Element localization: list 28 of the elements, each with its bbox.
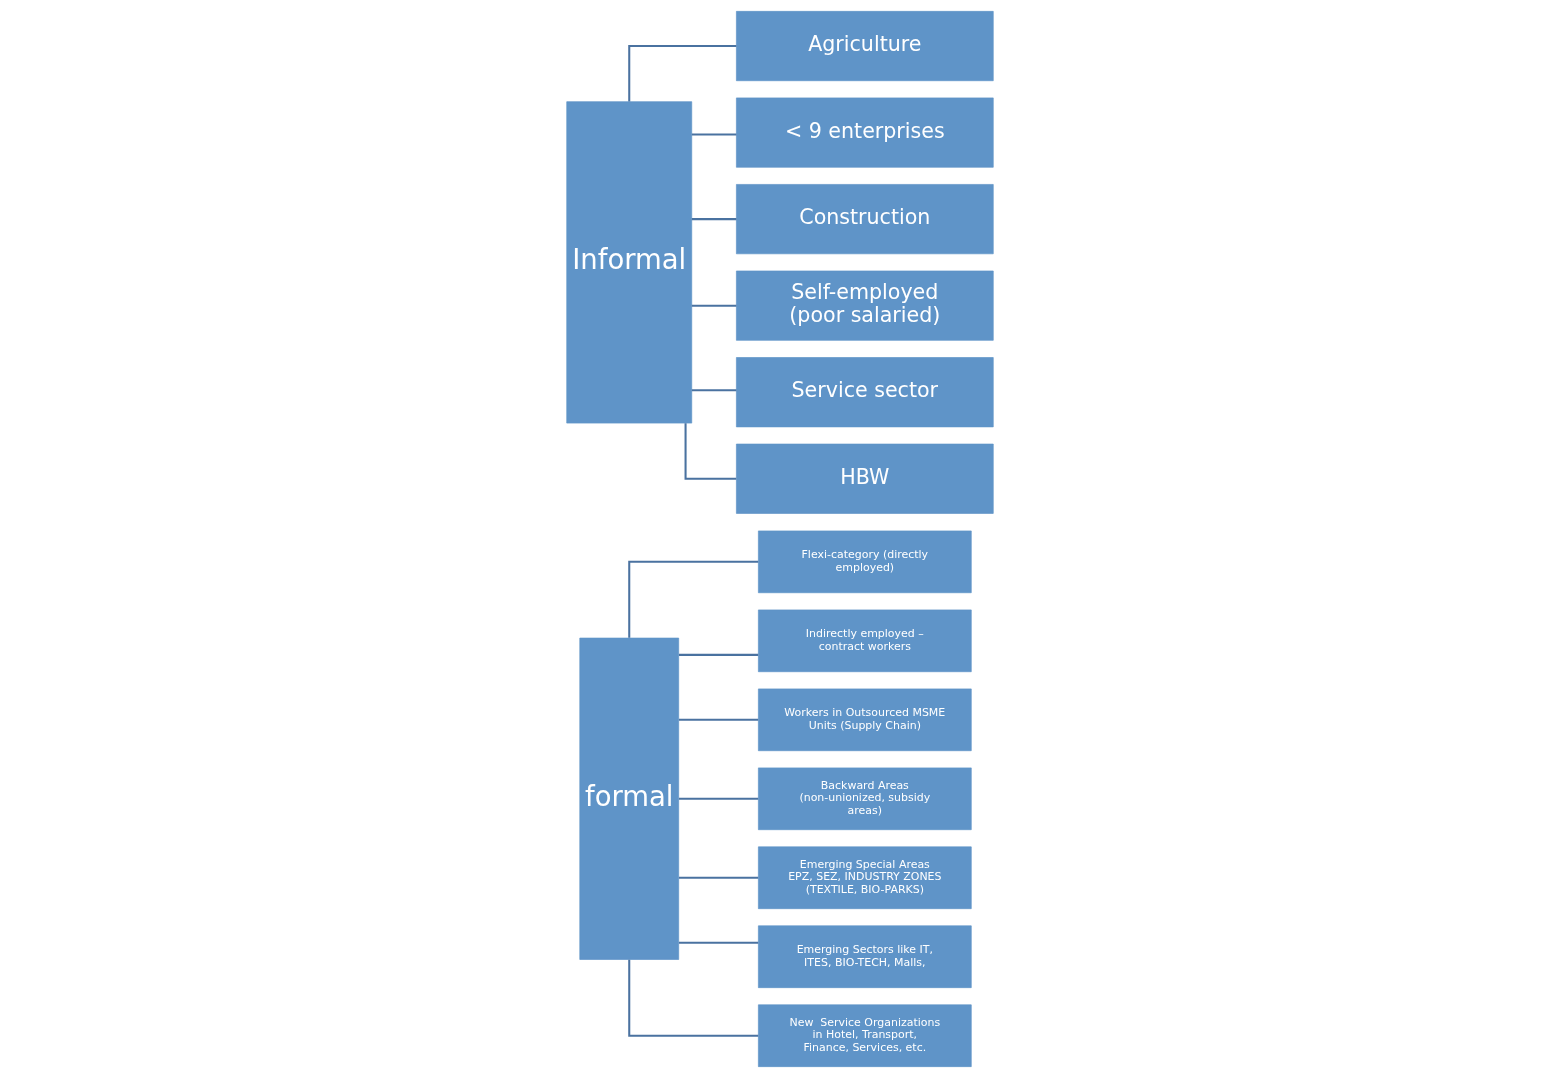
connector: [627, 45, 736, 102]
node-box: Self-employed (poor salaried): [735, 270, 994, 341]
node-box: Indirectly employed – contract workers: [757, 609, 972, 673]
node-box: Emerging Sectors like IT, ITES, BIO-TECH, Malls,: [757, 925, 972, 988]
connector: [691, 218, 736, 221]
connector: [691, 304, 736, 307]
connector: [691, 133, 736, 136]
connector: [627, 560, 758, 638]
node-box: Service sector: [735, 357, 994, 428]
node-box: Flexi-category (directly employed): [757, 530, 972, 594]
node-box: Emerging Special Areas EPZ, SEZ, INDUSTRY ZONES (TEXTILE, BIO-PARKS): [757, 846, 972, 909]
connector: [678, 876, 758, 879]
node-box: Agriculture: [735, 11, 994, 82]
node-box: formal: [578, 637, 679, 960]
connector: [678, 653, 758, 656]
connector: [691, 389, 736, 392]
node-box: Backward Areas (non-unionized, subsidy areas): [757, 767, 972, 831]
connector: [627, 959, 758, 1037]
connector: [678, 797, 758, 800]
connector: [678, 941, 758, 944]
connector: [684, 423, 736, 480]
node-box: Informal: [565, 101, 692, 424]
node-box: New Service Organizations in Hotel, Transport, Finance, Services, etc.: [757, 1004, 972, 1067]
connector: [678, 718, 758, 721]
node-box: Construction: [735, 184, 994, 255]
node-box: HBW: [735, 443, 994, 514]
node-box: < 9 enterprises: [735, 97, 994, 168]
node-box: Workers in Outsourced MSME Units (Supply Chain): [757, 688, 972, 752]
